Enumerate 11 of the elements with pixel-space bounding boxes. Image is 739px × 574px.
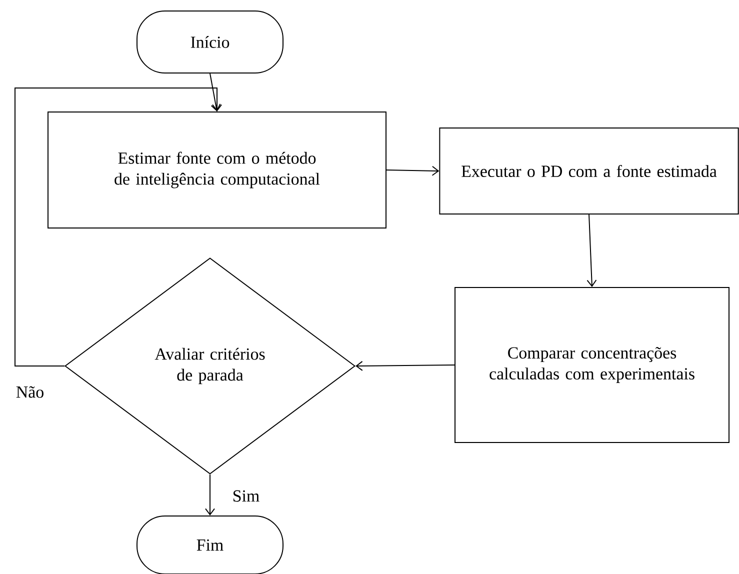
arrow — [586, 214, 597, 287]
arrow — [386, 166, 440, 176]
process-box: Executar o PD com a fonte estimada — [439, 128, 739, 214]
edge-label: Não — [16, 386, 44, 398]
arrow — [356, 360, 455, 371]
arrow — [205, 474, 215, 516]
process-box: Estimar fonte com o método de inteligência computacional — [48, 112, 386, 228]
arrow — [210, 73, 221, 112]
edge-label: Sim — [234, 490, 260, 502]
process-box: Comparar concentrações calculadas com experimentais — [454, 287, 730, 443]
arrow — [14, 88, 222, 366]
